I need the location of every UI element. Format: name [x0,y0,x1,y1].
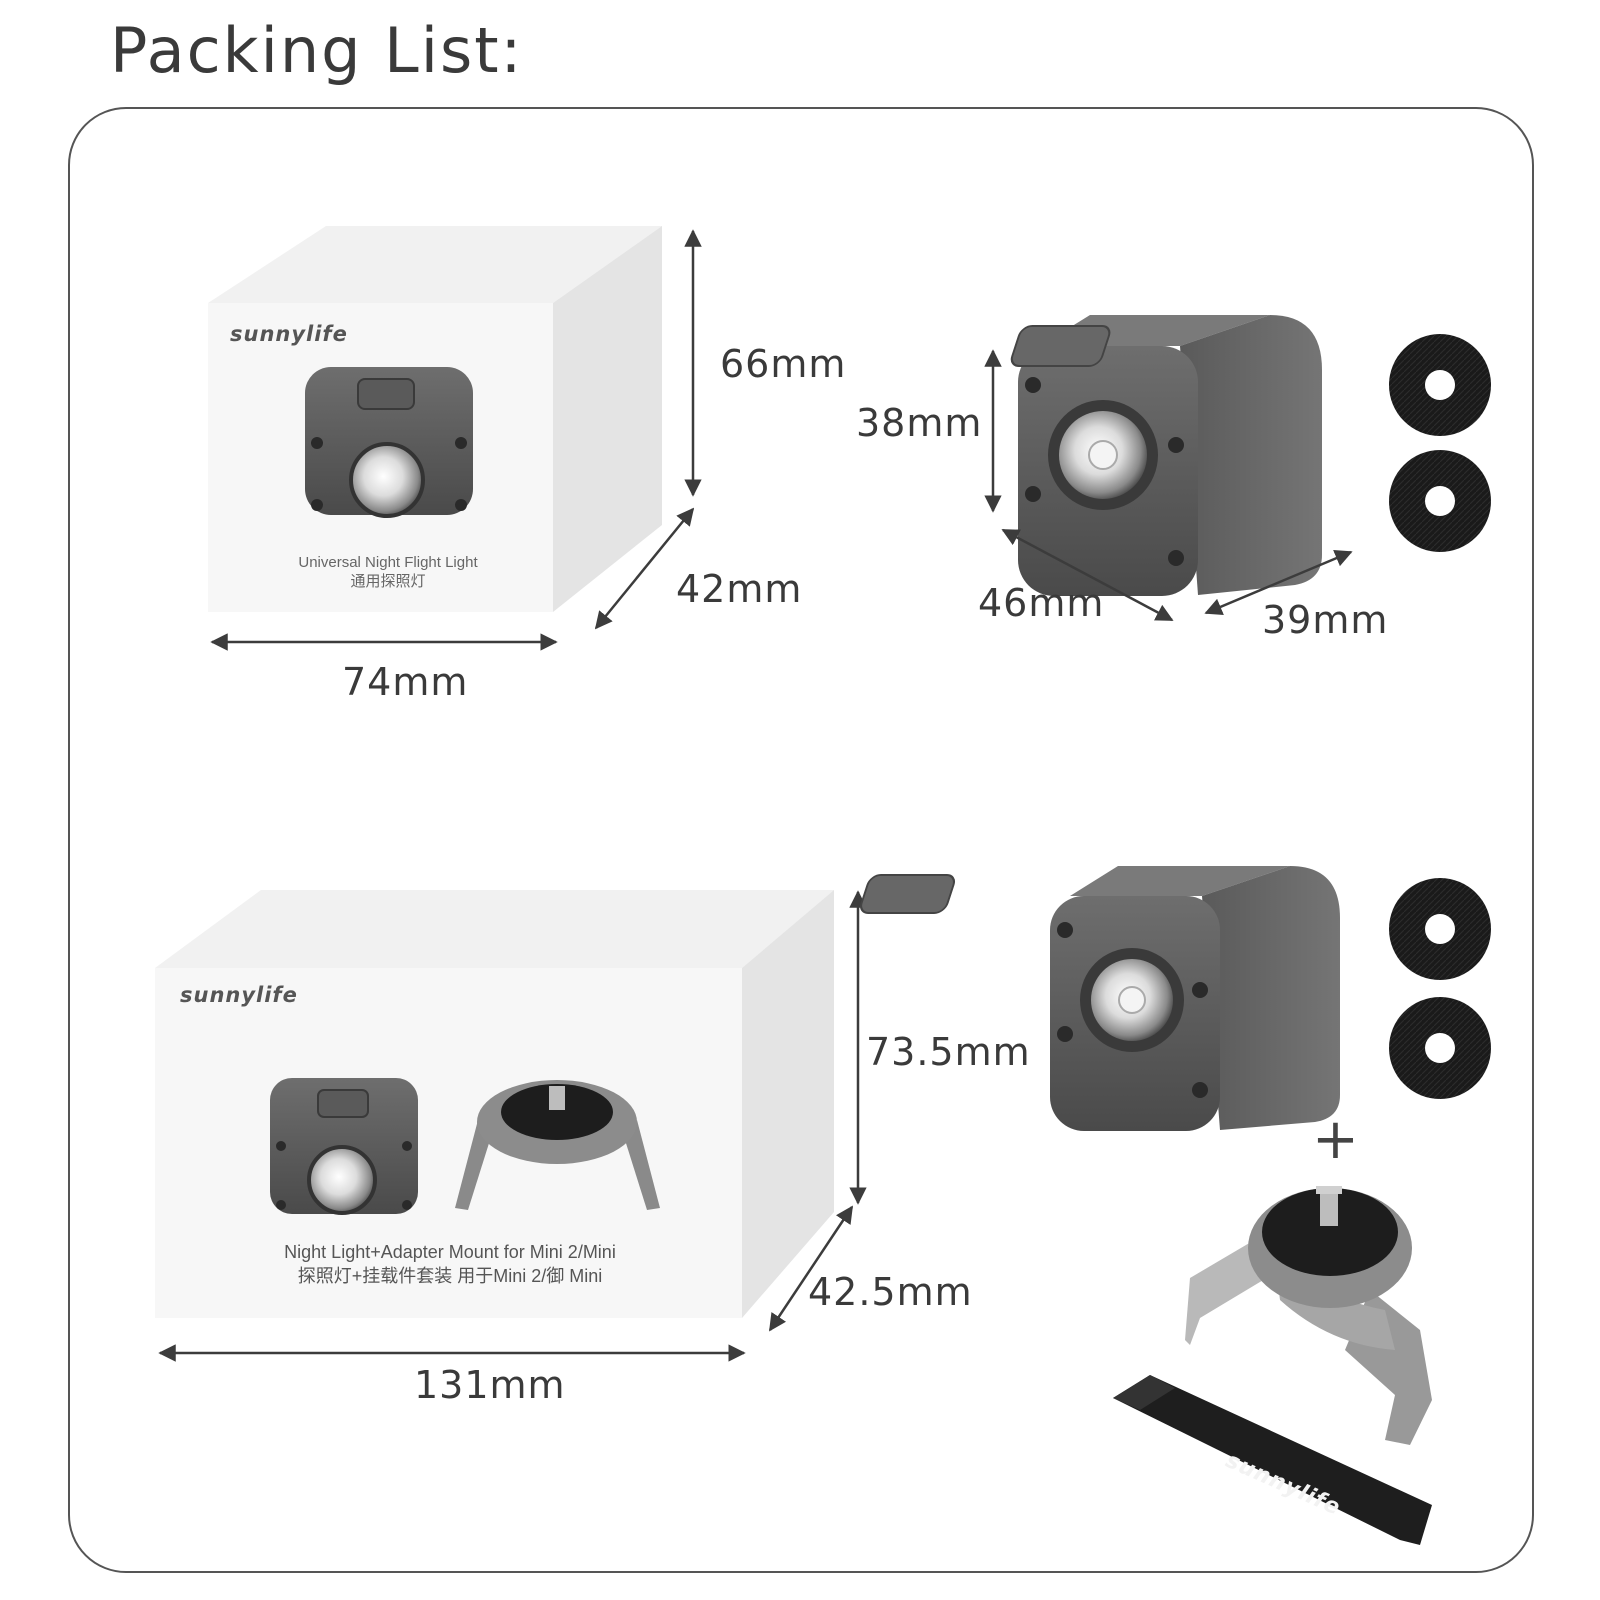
kit1-light-height-label: 38mm [856,401,983,445]
kit2-box-width-label: 131mm [414,1363,566,1407]
kit1-pad-1 [1389,334,1491,436]
kit2-box-height-label: 73.5mm [866,1030,1031,1074]
kit2-pad-1 [1389,878,1491,980]
kit2-box [155,890,834,1318]
kit2-box-brand-logo: sunnylife [180,983,298,1007]
box-light-image [305,367,473,518]
kit2-box-caption-cn: 探照灯+挂载件套装 用于Mini 2/御 Mini [297,1266,603,1286]
kit1-box-caption: Universal Night Flight Light 通用探照灯 [248,553,528,591]
kit1-pad-2 [1389,450,1491,552]
kit2-box-caption-en: Night Light+Adapter Mount for Mini 2/Min… [284,1242,616,1262]
plus-sign: + [1312,1107,1359,1172]
box2-light-image [270,1078,418,1215]
box2-mount-image [455,1080,660,1210]
packing-list-panel [68,107,1534,1573]
velcro-strap [1113,1375,1432,1545]
kit2-pad-2 [1389,997,1491,1099]
kit2-light [860,866,1340,1131]
kit1-light-width-label: 46mm [978,581,1105,625]
kit1-box-caption-cn: 通用探照灯 [350,573,426,590]
kit1-light [1010,315,1322,596]
page-title: Packing List: [110,14,524,87]
adapter-mount [1185,1186,1432,1445]
kit2-box-caption: Night Light+Adapter Mount for Mini 2/Min… [230,1240,670,1288]
kit1-box-caption-en: Universal Night Flight Light [298,554,478,571]
kit1-box-brand-logo: sunnylife [230,322,348,346]
kit1-box [208,226,662,612]
kit1-box-depth-label: 42mm [676,567,803,611]
kit1-box-height-label: 66mm [720,342,847,386]
kit1-light-depth-label: 39mm [1262,598,1389,642]
kit1-box-width-label: 74mm [342,660,469,704]
kit2-box-depth-label: 42.5mm [808,1270,973,1314]
